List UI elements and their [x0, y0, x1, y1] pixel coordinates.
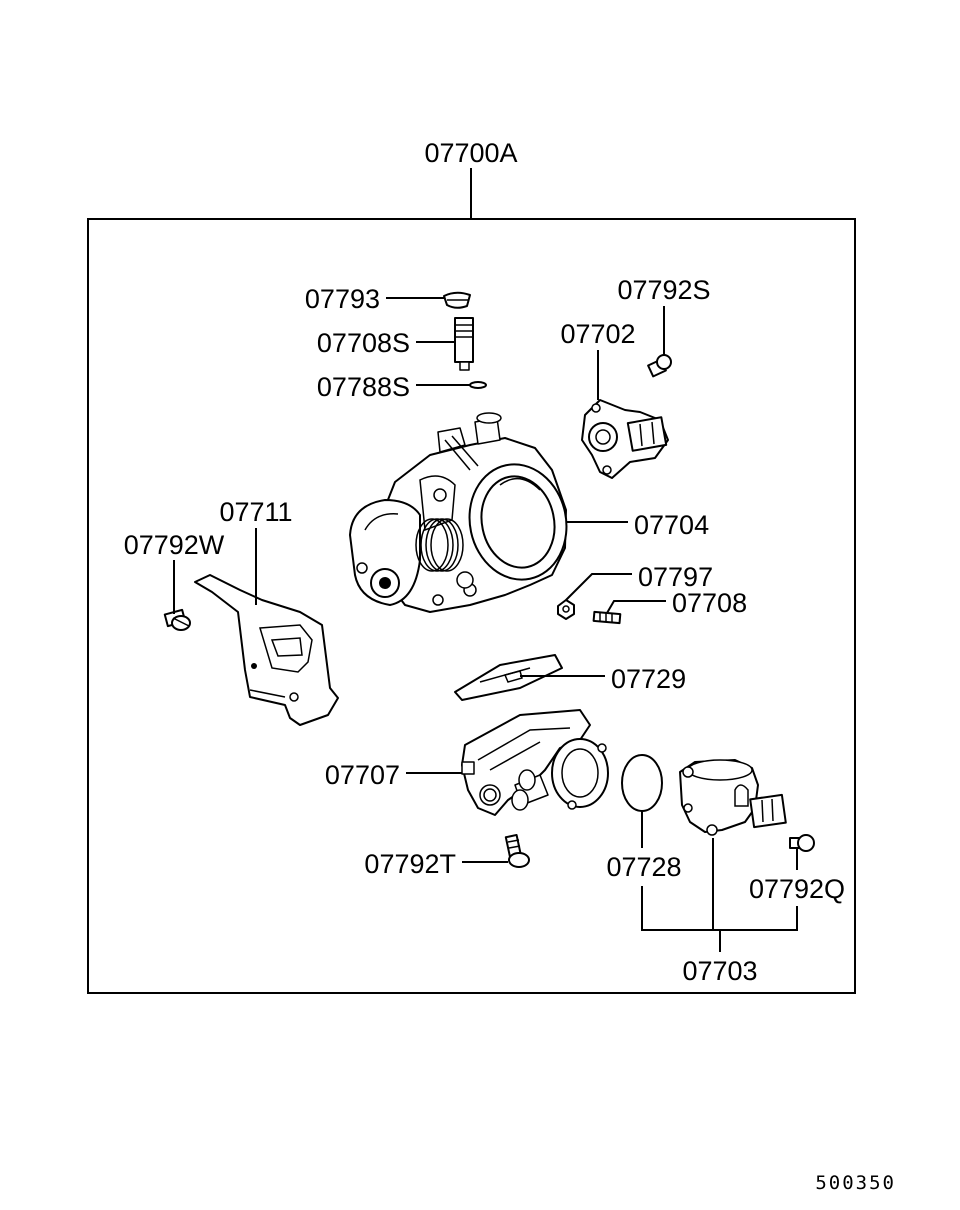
label-07728[interactable]: 07728 [606, 852, 681, 882]
part-07708-screw[interactable] [592, 610, 622, 625]
label-07708[interactable]: 07708 [672, 588, 747, 618]
part-07729-gasket[interactable] [454, 654, 563, 701]
label-07704[interactable]: 07704 [634, 510, 709, 540]
leader-07797 [565, 573, 632, 601]
label-07703[interactable]: 07703 [682, 956, 757, 986]
part-07792w-screw[interactable] [163, 608, 191, 631]
label-07702[interactable]: 07702 [560, 319, 635, 349]
label-07793[interactable]: 07793 [305, 284, 380, 314]
part-07728-o-ring[interactable] [621, 754, 663, 812]
part-07797-nut[interactable] [557, 599, 575, 620]
label-07792w[interactable]: 07792W [124, 530, 225, 560]
leader-07708 [606, 600, 666, 614]
part-07792s-screw[interactable] [647, 354, 672, 378]
part-07788s-o-ring[interactable] [469, 381, 487, 389]
label-07797[interactable]: 07797 [638, 562, 713, 592]
part-07793-cap[interactable] [443, 291, 471, 309]
part-07792q-screw[interactable] [789, 834, 815, 852]
part-07711-bracket[interactable] [194, 574, 339, 726]
reference-code: 500350 [815, 1172, 896, 1194]
label-07788s[interactable]: 07788S [317, 372, 410, 402]
label-07711[interactable]: 07711 [219, 497, 292, 527]
part-07707-air-passage-body[interactable] [461, 709, 609, 816]
part-07708s-screw[interactable] [454, 317, 474, 371]
label-07707[interactable]: 07707 [325, 760, 400, 790]
label-07792t[interactable]: 07792T [364, 849, 456, 879]
part-07703-idle-speed-control-motor[interactable] [679, 759, 787, 836]
assembly-label: 07700A [424, 138, 517, 168]
part-07702-throttle-position-sensor[interactable] [581, 399, 669, 479]
label-07792s[interactable]: 07792S [617, 275, 710, 305]
label-07792q[interactable]: 07792Q [749, 874, 845, 904]
part-07704-throttle-body[interactable] [349, 412, 577, 613]
label-07729[interactable]: 07729 [611, 664, 686, 694]
part-07792t-screw[interactable] [504, 833, 530, 868]
label-07708s[interactable]: 07708S [317, 328, 410, 358]
